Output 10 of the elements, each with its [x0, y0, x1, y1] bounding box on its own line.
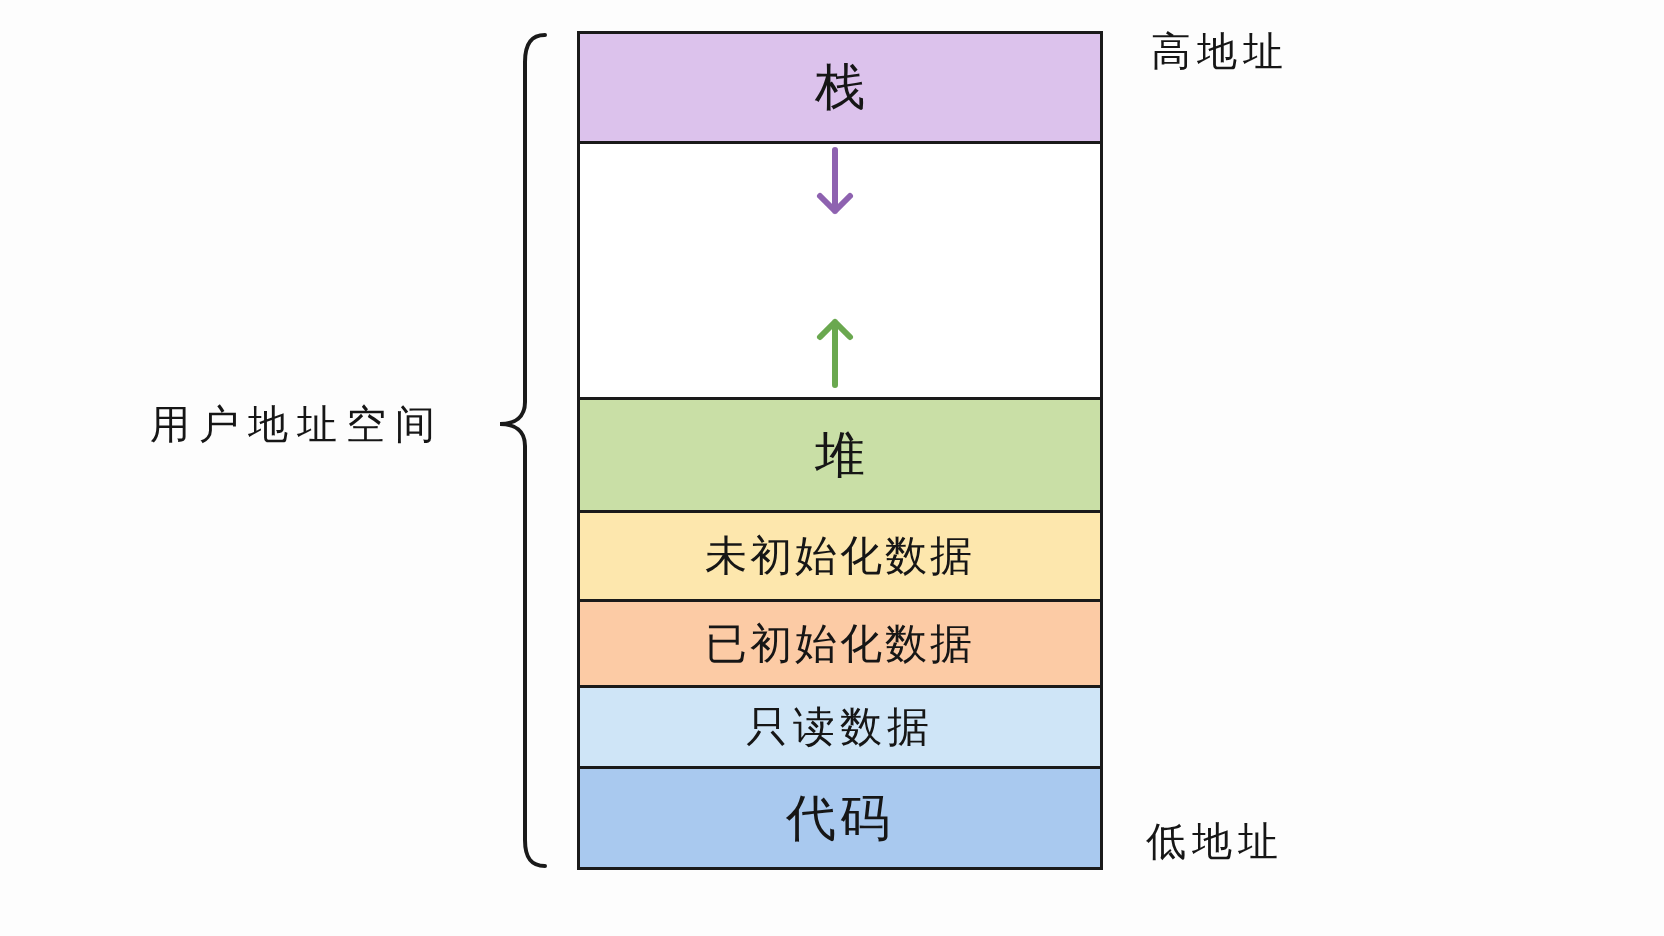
memory-segment: 未初始化数据: [577, 510, 1103, 602]
empty-segment: [577, 141, 1103, 400]
region-label: 用户地址空间: [150, 404, 444, 444]
memory-segment: 堆: [577, 397, 1103, 513]
memory-segment: 栈: [577, 31, 1103, 144]
address-label: 高地址: [1151, 31, 1289, 71]
memory-segment: 只读数据: [577, 685, 1103, 769]
memory-segment: 已初始化数据: [577, 599, 1103, 688]
address-label: 低地址: [1146, 821, 1284, 861]
memory-segment: 代码: [577, 766, 1103, 870]
